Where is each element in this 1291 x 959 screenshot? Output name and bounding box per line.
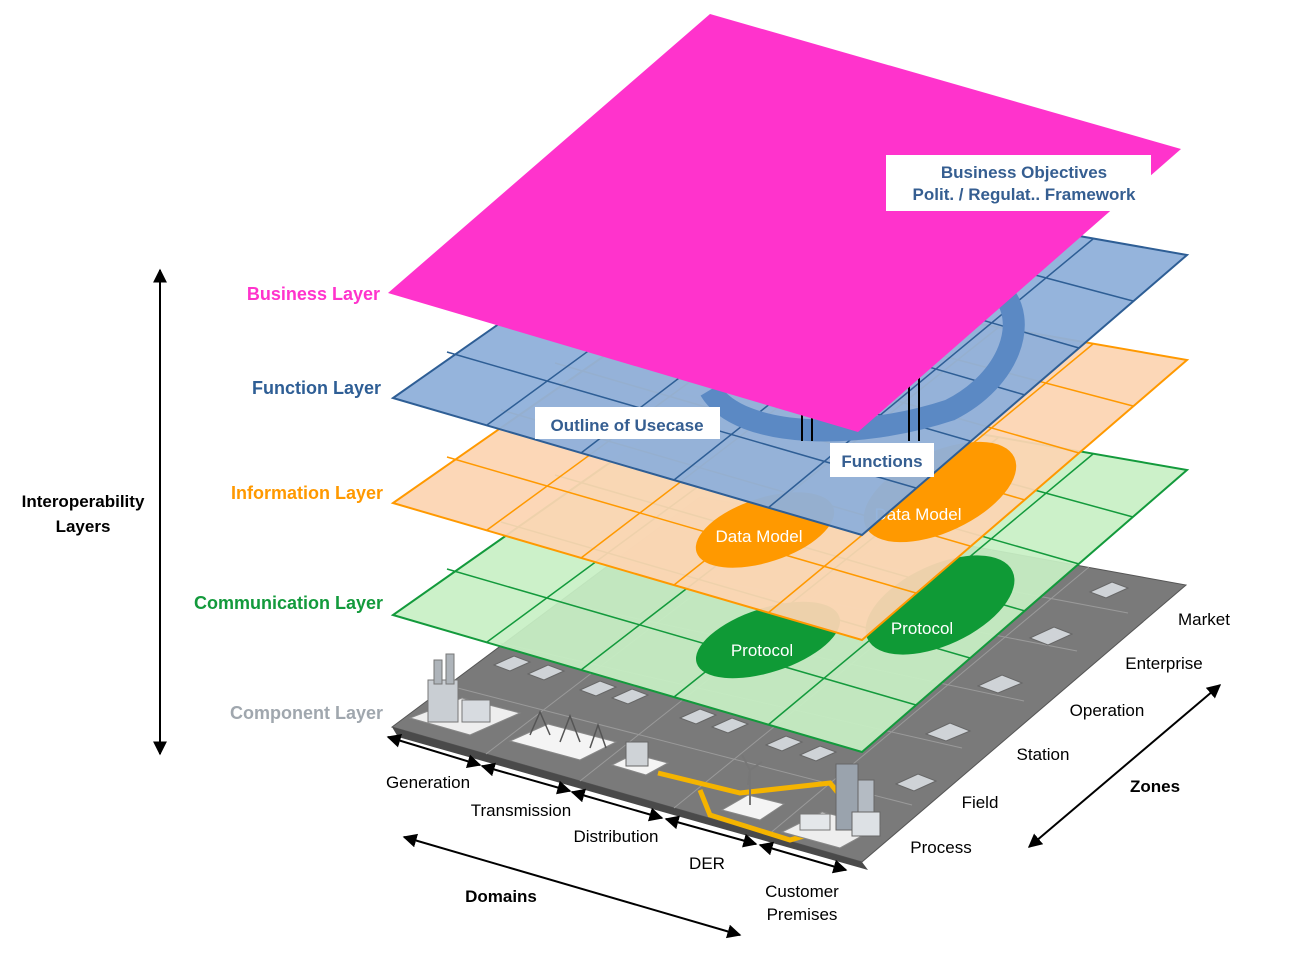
domains-arrow	[402, 833, 742, 939]
transmission-substation-icon	[508, 710, 618, 761]
function-layer-label: Function Layer	[252, 378, 381, 398]
business-box-line-1: Business Objectives	[941, 163, 1107, 182]
business-objectives-box: Business Objectives Polit. / Regulat.. F…	[886, 155, 1151, 211]
interoperability-label-line-2: Layers	[56, 517, 111, 536]
zones-arrow	[1027, 684, 1222, 848]
domain-transmission: Transmission	[471, 801, 571, 820]
business-layer-plane	[388, 14, 1181, 432]
domain-der: DER	[689, 854, 725, 873]
component-devices	[492, 581, 1130, 792]
distribution-transformer-icon	[610, 741, 670, 776]
data-model-ellipse-2	[863, 441, 1017, 543]
domains-title: Domains	[465, 887, 537, 906]
interoperability-label-line-1: Interoperability	[22, 492, 145, 511]
zone-field: Field	[962, 793, 999, 812]
outline-usecase-box: Outline of Usecase	[535, 407, 720, 439]
domain-distribution: Distribution	[573, 827, 658, 846]
protocol-label-1: Protocol	[731, 641, 793, 660]
domain-premises: Premises	[767, 905, 838, 924]
outline-usecase-label: Outline of Usecase	[550, 416, 703, 435]
zone-station: Station	[1017, 745, 1070, 764]
usecase-outline-ring	[700, 282, 1025, 442]
zone-operation: Operation	[1070, 701, 1145, 720]
business-box-line-2: Polit. / Regulat.. Framework	[913, 185, 1136, 204]
data-model-label-1: Data Model	[716, 527, 803, 546]
protocol-label-2: Protocol	[891, 619, 953, 638]
zones-title: Zones	[1130, 777, 1180, 796]
information-layer-label: Information Layer	[231, 483, 383, 503]
generation-plant-icon	[408, 653, 522, 736]
component-layer-label: Component Layer	[230, 703, 383, 723]
zone-process: Process	[910, 838, 971, 857]
domain-segment-arrows	[386, 733, 848, 874]
zone-enterprise: Enterprise	[1125, 654, 1202, 673]
zone-market: Market	[1178, 610, 1230, 629]
functions-label: Functions	[841, 452, 922, 471]
business-layer-label: Business Layer	[247, 284, 380, 304]
communication-layer-label: Communication Layer	[194, 593, 383, 613]
data-model-label-2: Data Model	[875, 505, 962, 524]
functions-box: Functions	[830, 443, 934, 477]
domain-generation: Generation	[386, 773, 470, 792]
domain-customer: Customer	[765, 882, 839, 901]
